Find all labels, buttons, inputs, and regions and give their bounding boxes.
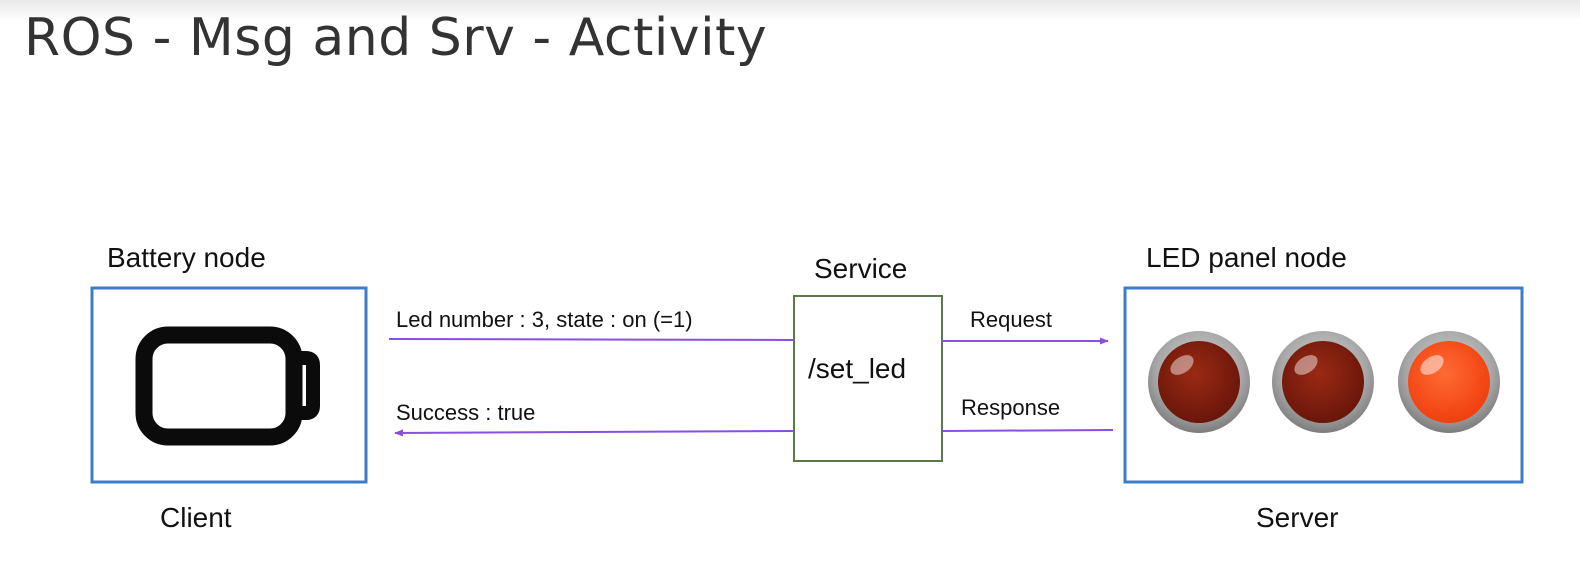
led-3	[1398, 331, 1500, 433]
client-role-label: Client	[160, 502, 232, 533]
client-node-name: Battery node	[107, 242, 266, 273]
service-header: Service	[814, 253, 908, 284]
response-arrow	[394, 429, 795, 437]
client-node-box	[90, 286, 368, 484]
service-box	[793, 295, 943, 462]
battery-icon	[135, 326, 320, 446]
server-role-label: Server	[1256, 502, 1339, 533]
response-label: Response	[961, 395, 1061, 420]
top-shade	[0, 0, 1580, 22]
server-node-name: LED panel node	[1146, 242, 1347, 273]
request-line-left	[388, 338, 795, 341]
request-payload-label: Led number : 3, state : on (=1)	[396, 307, 693, 332]
response-line-right	[941, 429, 1114, 432]
led-2	[1272, 331, 1374, 433]
service-name: /set_led	[808, 353, 907, 384]
led-1	[1148, 331, 1250, 433]
request-label: Request	[970, 307, 1052, 332]
page-title: ROS - Msg and Srv - Activity	[24, 8, 768, 68]
response-payload-label: Success : true	[396, 400, 536, 425]
